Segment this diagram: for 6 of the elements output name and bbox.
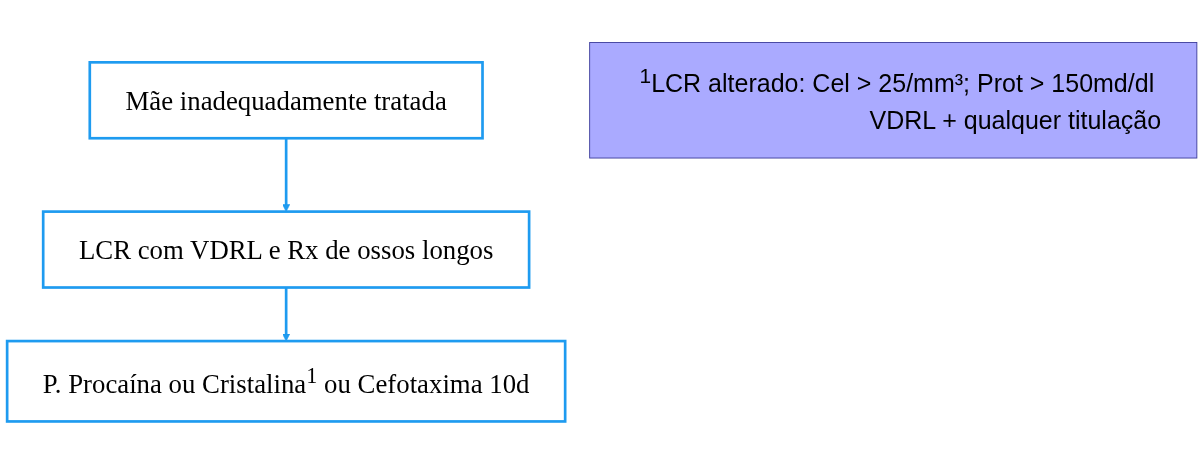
arrow — [282, 287, 291, 342]
arrow — [282, 138, 291, 212]
node-box: Mãe inadequadamente tratada — [88, 61, 484, 140]
node-box: P. Procaína ou Cristalina$^{1}$ ou Cefotaxima 10d — [5, 339, 567, 423]
node-box: $^{1}$LCR alterado: Cel > 25/mm³; Prot > 150md/dl VDRL + qualquer titulação — [589, 42, 1198, 159]
node-box: LCR com VDRL e Rx de ossos longos — [41, 210, 531, 289]
